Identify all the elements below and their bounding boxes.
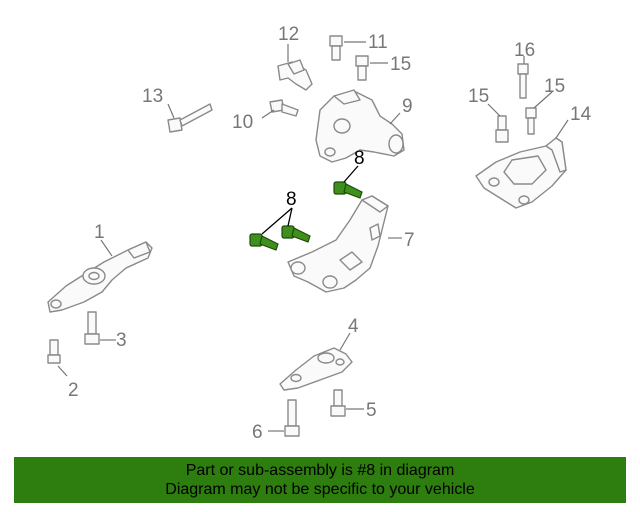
part-15-bolt-top [355, 55, 369, 81]
notice-line-disclaimer: Diagram may not be specific to your vehi… [165, 481, 475, 498]
callout-15-left: 15 [468, 86, 489, 107]
leader-lines-part-8 [261, 165, 359, 235]
notice-line-part: Part or sub-assembly is #8 in diagram [185, 462, 455, 479]
parts-diagram: 1 2 3 4 5 6 7 8 8 9 10 11 12 13 14 15 15… [47, 24, 592, 443]
callout-10: 10 [232, 112, 253, 133]
callout-11: 11 [368, 32, 388, 53]
callout-12: 12 [278, 24, 299, 45]
callout-3: 3 [116, 330, 127, 351]
part-8-highlight-group [249, 181, 363, 251]
callout-16: 16 [514, 40, 535, 61]
part-10-bolt [269, 99, 299, 117]
callout-15-top: 15 [390, 54, 411, 75]
part-2-bolt [47, 339, 61, 364]
part-14-gearbox-mount [475, 137, 567, 209]
part-3-bolt [84, 311, 100, 345]
part-15-bolt-right [525, 107, 537, 135]
callout-13: 13 [142, 86, 163, 107]
callout-1: 1 [94, 222, 105, 243]
callout-8-lower: 8 [286, 189, 297, 210]
part-9-engine-mount [315, 89, 405, 163]
part-13-bolt [167, 103, 213, 133]
part-8-bolt-a [333, 181, 363, 199]
part-16-bolt [517, 63, 529, 99]
part-15-bolt-left [495, 115, 509, 143]
callout-8-upper: 8 [354, 148, 365, 169]
part-12-clamp [277, 59, 313, 91]
notice-banner: Part or sub-assembly is #8 in diagram Di… [14, 457, 626, 503]
callout-5: 5 [366, 400, 377, 421]
part-8-bolt-b [249, 233, 279, 251]
callout-14: 14 [570, 104, 592, 125]
callout-2: 2 [68, 380, 79, 401]
part-11-bolt [329, 35, 343, 61]
callout-15-right: 15 [544, 76, 565, 97]
callout-6: 6 [252, 422, 263, 443]
part-5-bolt [330, 389, 346, 417]
part-1-torque-arm [47, 241, 153, 313]
part-7-bracket [287, 195, 389, 293]
part-4-bracket [279, 347, 353, 391]
callout-4: 4 [348, 316, 359, 337]
part-6-bolt [284, 399, 300, 437]
leader-lines [57, 41, 569, 432]
callout-7: 7 [404, 230, 415, 251]
callout-9: 9 [402, 96, 413, 117]
part-8-bolt-c [281, 225, 311, 243]
